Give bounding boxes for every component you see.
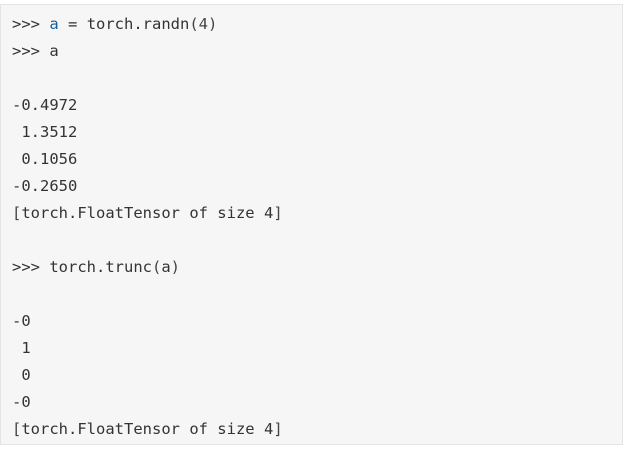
code-line: >>> a = torch.randn(4)	[12, 11, 283, 38]
blank-line	[12, 281, 283, 308]
code-token: (	[151, 258, 162, 276]
code-line: [torch.FloatTensor of size 4]	[12, 416, 283, 443]
code-token: [	[12, 420, 22, 438]
code-block: >>> a = torch.randn(4)>>> a-0.4972 1.351…	[0, 4, 623, 445]
prompt-marker: >>>	[12, 15, 50, 33]
code-token: torch.FloatTensor of size 4	[21, 204, 274, 222]
code-token: )	[170, 258, 181, 276]
code-line: -0	[12, 308, 283, 335]
prompt-marker: >>>	[12, 42, 50, 60]
code-token: a	[161, 258, 171, 276]
code-line: >>> a	[12, 38, 283, 65]
blank-line	[12, 65, 283, 92]
code-token: ]	[273, 420, 283, 438]
code-token	[59, 15, 68, 33]
code-token: a	[49, 15, 59, 33]
code-token: (4)	[189, 15, 218, 33]
code-lines: >>> a = torch.randn(4)>>> a-0.4972 1.351…	[12, 11, 283, 443]
code-token: a	[49, 42, 59, 60]
code-line: 1	[12, 335, 283, 362]
code-token: 0.1056	[12, 150, 78, 168]
code-token: ]	[273, 204, 283, 222]
code-token: torch.randn	[77, 15, 190, 33]
code-line: -0	[12, 389, 283, 416]
code-line: 0	[12, 362, 283, 389]
code-token: 1.3512	[12, 123, 78, 141]
code-line: 0.1056	[12, 146, 283, 173]
code-line: >>> torch.trunc(a)	[12, 254, 283, 281]
code-line: [torch.FloatTensor of size 4]	[12, 200, 283, 227]
code-token: torch.trunc	[49, 258, 152, 276]
code-token: 1	[12, 339, 31, 357]
prompt-marker: >>>	[12, 258, 50, 276]
code-token: -0.2650	[12, 177, 78, 195]
code-line: -0.2650	[12, 173, 283, 200]
code-token: torch.FloatTensor of size 4	[21, 420, 274, 438]
code-token: -0	[12, 312, 31, 330]
blank-line	[12, 227, 283, 254]
code-token: -0	[12, 393, 31, 411]
code-line: -0.4972	[12, 92, 283, 119]
code-token: [	[12, 204, 22, 222]
code-token: 0	[12, 366, 31, 384]
code-token: -0.4972	[12, 96, 78, 114]
code-line: 1.3512	[12, 119, 283, 146]
code-token: =	[68, 15, 78, 33]
